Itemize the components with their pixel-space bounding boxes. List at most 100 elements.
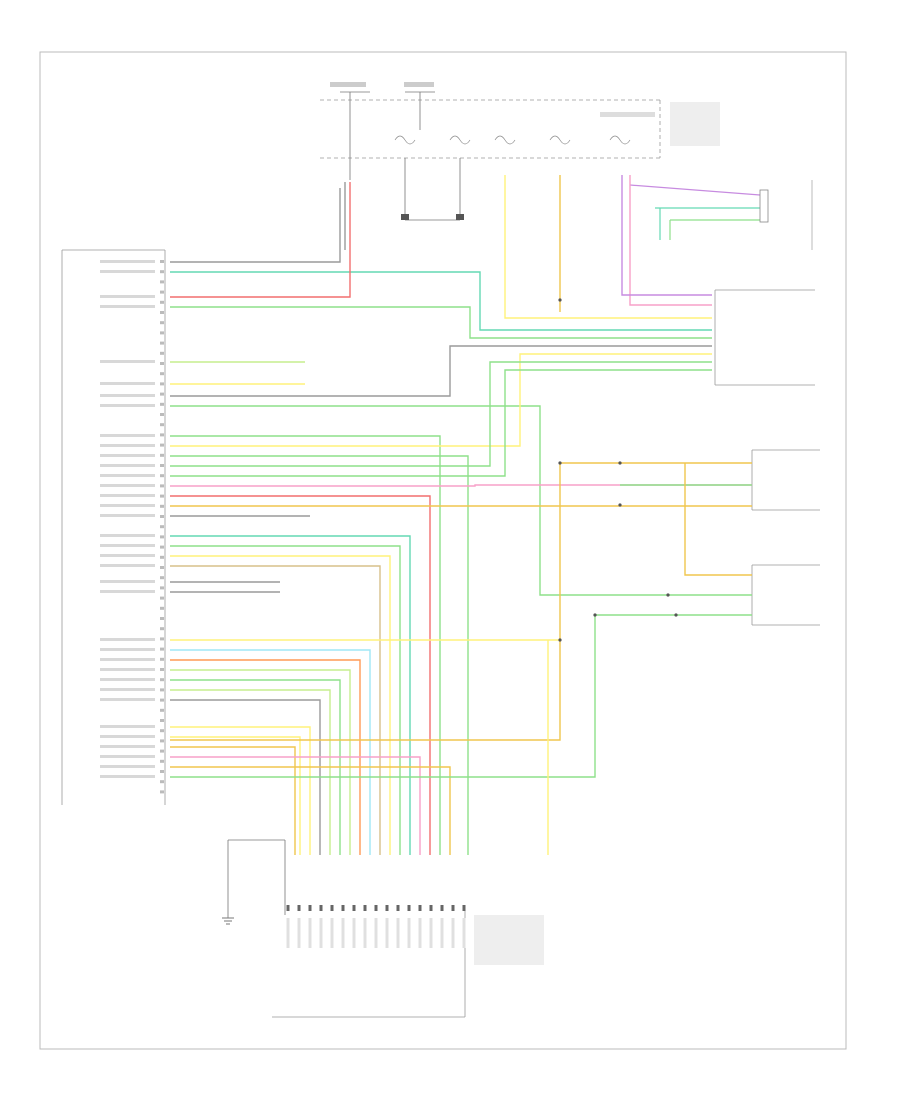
- connector-pin: [330, 905, 334, 911]
- wire-44: [170, 463, 561, 741]
- pin-label: [100, 534, 155, 537]
- pin-number: [160, 617, 164, 620]
- pin-number: [160, 362, 164, 365]
- connector-pin: [429, 905, 433, 911]
- pin-number: [160, 321, 164, 325]
- transmission-control-module: [61, 249, 166, 805]
- pin-label: [100, 735, 155, 738]
- pin-label: [100, 688, 155, 691]
- wire-17: [170, 369, 712, 477]
- wire-29: [170, 649, 371, 855]
- wire-38: [170, 756, 421, 855]
- connector-pin: [440, 905, 444, 911]
- pin-number: [160, 260, 164, 263]
- pin-number: [160, 688, 164, 692]
- splice-points: [558, 298, 678, 642]
- pin-number: [160, 759, 164, 763]
- wire-34: [170, 699, 321, 855]
- pin-number: [160, 627, 164, 631]
- pin-label: [100, 404, 155, 407]
- wire-33: [170, 689, 331, 855]
- wire-23: [170, 545, 401, 855]
- connector-pin-label: [352, 918, 356, 948]
- pin-number: [160, 392, 164, 396]
- pin-number: [160, 525, 164, 529]
- wire-30: [170, 659, 361, 855]
- pin-number: [160, 341, 164, 345]
- wire-39: [170, 766, 451, 855]
- connector-pin: [308, 905, 312, 911]
- pin-label: [100, 725, 155, 728]
- wire-0: [170, 188, 341, 263]
- connector-pin-label: [363, 918, 367, 948]
- pin-label: [100, 434, 155, 437]
- pin-number: [160, 729, 164, 733]
- pin-number: [160, 586, 164, 590]
- pin-label: [100, 580, 155, 583]
- wire-1: [170, 271, 712, 331]
- pin-label: [100, 668, 155, 671]
- pin-number: [160, 545, 164, 549]
- pin-label: [100, 544, 155, 547]
- pin-number: [160, 535, 164, 539]
- connector-pin: [297, 905, 301, 911]
- wire-32: [170, 679, 341, 855]
- pin-label: [100, 765, 155, 768]
- pin-label: [100, 775, 155, 778]
- pin-number: [160, 453, 164, 457]
- connector-pin-row: [286, 905, 466, 948]
- pin-label: [100, 755, 155, 758]
- pin-label: [100, 454, 155, 457]
- connector-pin-label: [440, 918, 444, 948]
- wire-22: [170, 535, 411, 855]
- pin-number: [160, 413, 164, 416]
- pin-number: [160, 749, 164, 753]
- wire-5: [504, 175, 712, 319]
- pin-number: [160, 464, 164, 467]
- pin-label: [100, 360, 155, 363]
- pin-label: [100, 474, 155, 477]
- tcm-pin-numbers: [160, 260, 164, 794]
- pin-number: [160, 668, 164, 671]
- pin-number: [160, 678, 164, 682]
- pin-number: [160, 290, 164, 294]
- connector-pin-label: [330, 918, 334, 948]
- pin-label: [100, 648, 155, 651]
- pin-label: [100, 444, 155, 447]
- connector-pin: [451, 905, 455, 911]
- pin-label: [100, 494, 155, 497]
- wire-19: [170, 495, 431, 855]
- wire-31: [170, 669, 351, 855]
- pin-label: [100, 698, 155, 701]
- wire-14: [170, 353, 712, 447]
- pin-number: [160, 698, 164, 702]
- pin-label: [100, 514, 155, 517]
- wires: [170, 175, 752, 855]
- ground-icon: [222, 839, 286, 925]
- wire-43: [684, 463, 752, 576]
- wire-13: [170, 435, 441, 855]
- connector-pin-label: [341, 918, 345, 948]
- input-speed-sensor: [751, 449, 820, 511]
- relay-block: [629, 180, 813, 250]
- wire-3: [170, 306, 712, 339]
- pin-number: [160, 382, 164, 386]
- connector-pin-label: [374, 918, 378, 948]
- pin-number: [160, 719, 164, 722]
- pin-number: [160, 372, 164, 376]
- connector-pin: [319, 905, 323, 911]
- wire-36: [170, 736, 301, 855]
- pin-number: [160, 606, 164, 610]
- connector-pin: [396, 905, 400, 911]
- pin-label: [100, 564, 155, 567]
- pin-number: [160, 443, 164, 447]
- wire-40: [170, 614, 752, 778]
- pin-label: [100, 270, 155, 273]
- pin-number: [160, 770, 164, 773]
- connector-pin-label: [286, 918, 290, 948]
- wire-12: [170, 405, 752, 596]
- connector-pin: [407, 905, 411, 911]
- diagram-frame: [39, 51, 847, 1050]
- pin-number: [160, 739, 164, 743]
